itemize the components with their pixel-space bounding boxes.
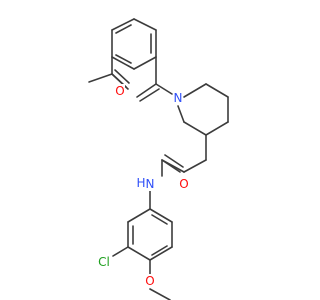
nitrogen-atom-label: N <box>146 177 155 191</box>
bond <box>164 154 184 168</box>
bond <box>151 245 168 256</box>
bond <box>161 159 181 173</box>
bond <box>111 18 135 31</box>
atom-labels: O N O H N Cl O <box>96 84 189 288</box>
oxygen-atom-label: O <box>115 84 124 98</box>
bond <box>112 246 129 257</box>
bond <box>115 54 132 64</box>
bond <box>133 56 157 70</box>
oxygen-atom-label: O <box>179 177 188 191</box>
bond <box>115 24 132 34</box>
bond <box>149 246 173 261</box>
bonds <box>88 18 229 300</box>
atom-label-background <box>173 91 183 105</box>
molecule-diagram: O N O H N Cl O <box>88 18 229 300</box>
atom-label-background <box>145 274 155 288</box>
bond <box>88 73 113 83</box>
atom-label-background <box>179 177 189 191</box>
bond <box>149 288 171 300</box>
bond <box>183 159 207 173</box>
bond <box>205 83 229 98</box>
bond <box>183 121 207 136</box>
bond <box>205 121 229 136</box>
nitrogen-atom-label: N <box>174 91 183 105</box>
hydrogen-atom-label: H <box>136 176 145 190</box>
bond <box>139 88 160 102</box>
chlorine-atom-label: Cl <box>98 255 110 269</box>
bond <box>127 208 151 223</box>
oxygen-atom-label: O <box>145 274 154 288</box>
bond <box>177 105 185 123</box>
atom-label-background <box>145 177 155 191</box>
bond <box>114 69 130 84</box>
bond <box>111 56 135 70</box>
bond <box>133 18 157 31</box>
atom-label-background <box>115 84 125 98</box>
structure-drawing: O N O H N Cl O <box>88 18 229 300</box>
atom-label-background <box>96 255 112 269</box>
bond <box>127 246 151 261</box>
bond <box>136 83 157 98</box>
bond <box>183 83 207 98</box>
atom-label-background <box>136 176 146 190</box>
bond <box>149 208 173 223</box>
bond <box>151 214 168 225</box>
bond <box>155 83 173 95</box>
bond <box>111 73 129 90</box>
